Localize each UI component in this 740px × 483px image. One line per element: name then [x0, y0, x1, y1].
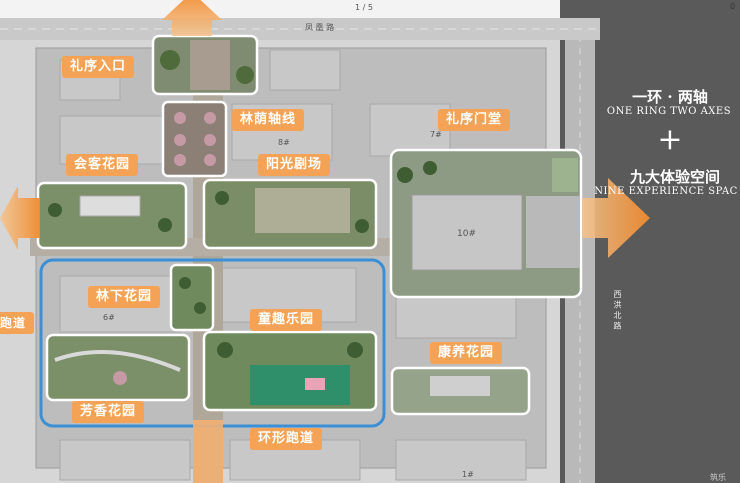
- watermark: 筑乐: [710, 473, 726, 482]
- label-kids-park: 童趣乐园: [250, 309, 323, 331]
- zone-sun-theatre: [202, 178, 378, 250]
- title-nine-spaces-en: NINE EXPERIENCE SPAC: [594, 186, 738, 197]
- page-indicator: 1 / 5: [355, 3, 373, 12]
- arrow-east: [582, 178, 650, 258]
- label-under-forest: 林下花园: [88, 286, 161, 308]
- north-road-name: 凤 凰 路: [305, 23, 335, 32]
- label-hall: 礼序门堂: [438, 109, 511, 131]
- plus-icon: +: [657, 122, 683, 157]
- zone-hall: [389, 148, 583, 299]
- arrow-west: [0, 186, 40, 250]
- label-sun-theatre: 阳光剧场: [258, 154, 331, 176]
- zone-entrance: [151, 34, 259, 96]
- arrow-south-shaft: [193, 420, 223, 483]
- label-guest-garden: 会客花园: [66, 154, 139, 176]
- label-loop-track: 环形跑道: [250, 428, 323, 450]
- zone-under-forest: [169, 263, 215, 332]
- building-1-label: 1#: [462, 470, 474, 479]
- building-6-label: 6#: [103, 313, 115, 322]
- title-nine-spaces: 九大体验空间: [629, 168, 720, 186]
- building-7-label: 7#: [430, 130, 442, 139]
- arrow-north: [162, 0, 222, 36]
- label-fragrance-garden: 芳香花园: [72, 401, 145, 423]
- label-entrance: 礼序入口: [62, 56, 135, 78]
- side-road-name: 西 洪 北 路: [613, 290, 622, 330]
- title-ring-axes-en: ONE RING TWO AXES: [606, 106, 732, 117]
- zone-kids-park: [202, 330, 378, 412]
- zone-fragrance-garden: [45, 333, 191, 402]
- zone-forest-axis: [161, 100, 228, 178]
- zone-guest-garden: [36, 181, 188, 250]
- building-8-label: 8#: [278, 138, 290, 147]
- title-ring-axes: 一环 · 两轴: [632, 88, 708, 106]
- label-care-garden: 康养花园: [430, 342, 503, 364]
- zone-care-garden: [390, 366, 531, 416]
- label-forest-axis: 林荫轴线: [232, 109, 305, 131]
- building-10-label: 10#: [457, 229, 476, 239]
- label-loop-track-left: 跑道: [0, 312, 35, 334]
- corner-mark: 0: [730, 2, 736, 11]
